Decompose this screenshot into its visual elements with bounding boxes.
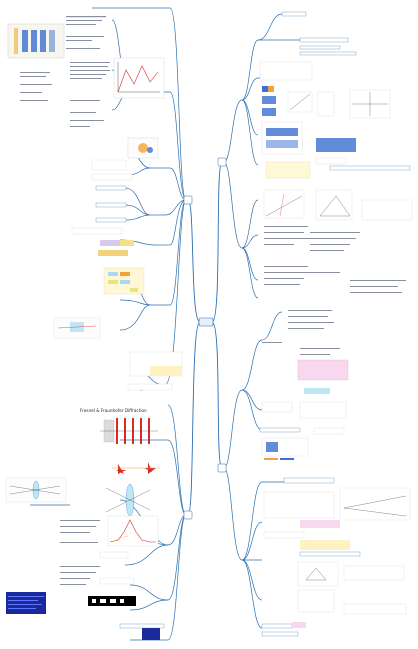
right-lower-text [262,310,340,355]
stacked-plates [100,418,158,444]
lower-left-title-group: Fresnel & Fraunhofer Diffraction [80,408,147,413]
ring-text [264,226,406,293]
wedge-diagrams [263,189,413,221]
right-upper-spine [223,13,300,299]
hub-left-upper[interactable] [183,195,193,205]
grating-diagrams [259,401,347,460]
right-formula-area [259,61,391,119]
lower-left-title: Fresnel & Fraunhofer Diffraction [80,408,147,413]
hub-left-lower[interactable] [183,510,193,520]
slit-diagram [7,23,65,59]
bottom-blue-box [119,623,165,640]
diffraction-curve [107,515,159,547]
lens-rays [5,477,151,517]
hub-right-lower[interactable] [217,463,227,473]
spectrum-strip [88,596,136,606]
lower-left-text [60,520,135,585]
main-connectors [187,161,223,516]
prism-diagram [53,317,101,339]
thin-film-block [261,121,356,165]
right-lower-spine [223,311,300,629]
red-star-pattern [112,462,160,474]
polarization-section [263,477,411,557]
hub-right-upper[interactable] [217,157,227,167]
lens-diagram [127,137,159,159]
formula-blocks [71,159,133,235]
yellow-note-right [265,161,411,179]
note-box-left [127,351,183,391]
polarizer-diagrams [261,561,407,637]
center-node[interactable] [198,317,214,327]
color-panels [98,240,145,295]
interference-graph [113,57,165,99]
text-block [20,16,110,127]
right-top-labels [281,11,357,56]
dark-blue-panel [6,592,46,614]
pink-note-right [297,359,349,394]
